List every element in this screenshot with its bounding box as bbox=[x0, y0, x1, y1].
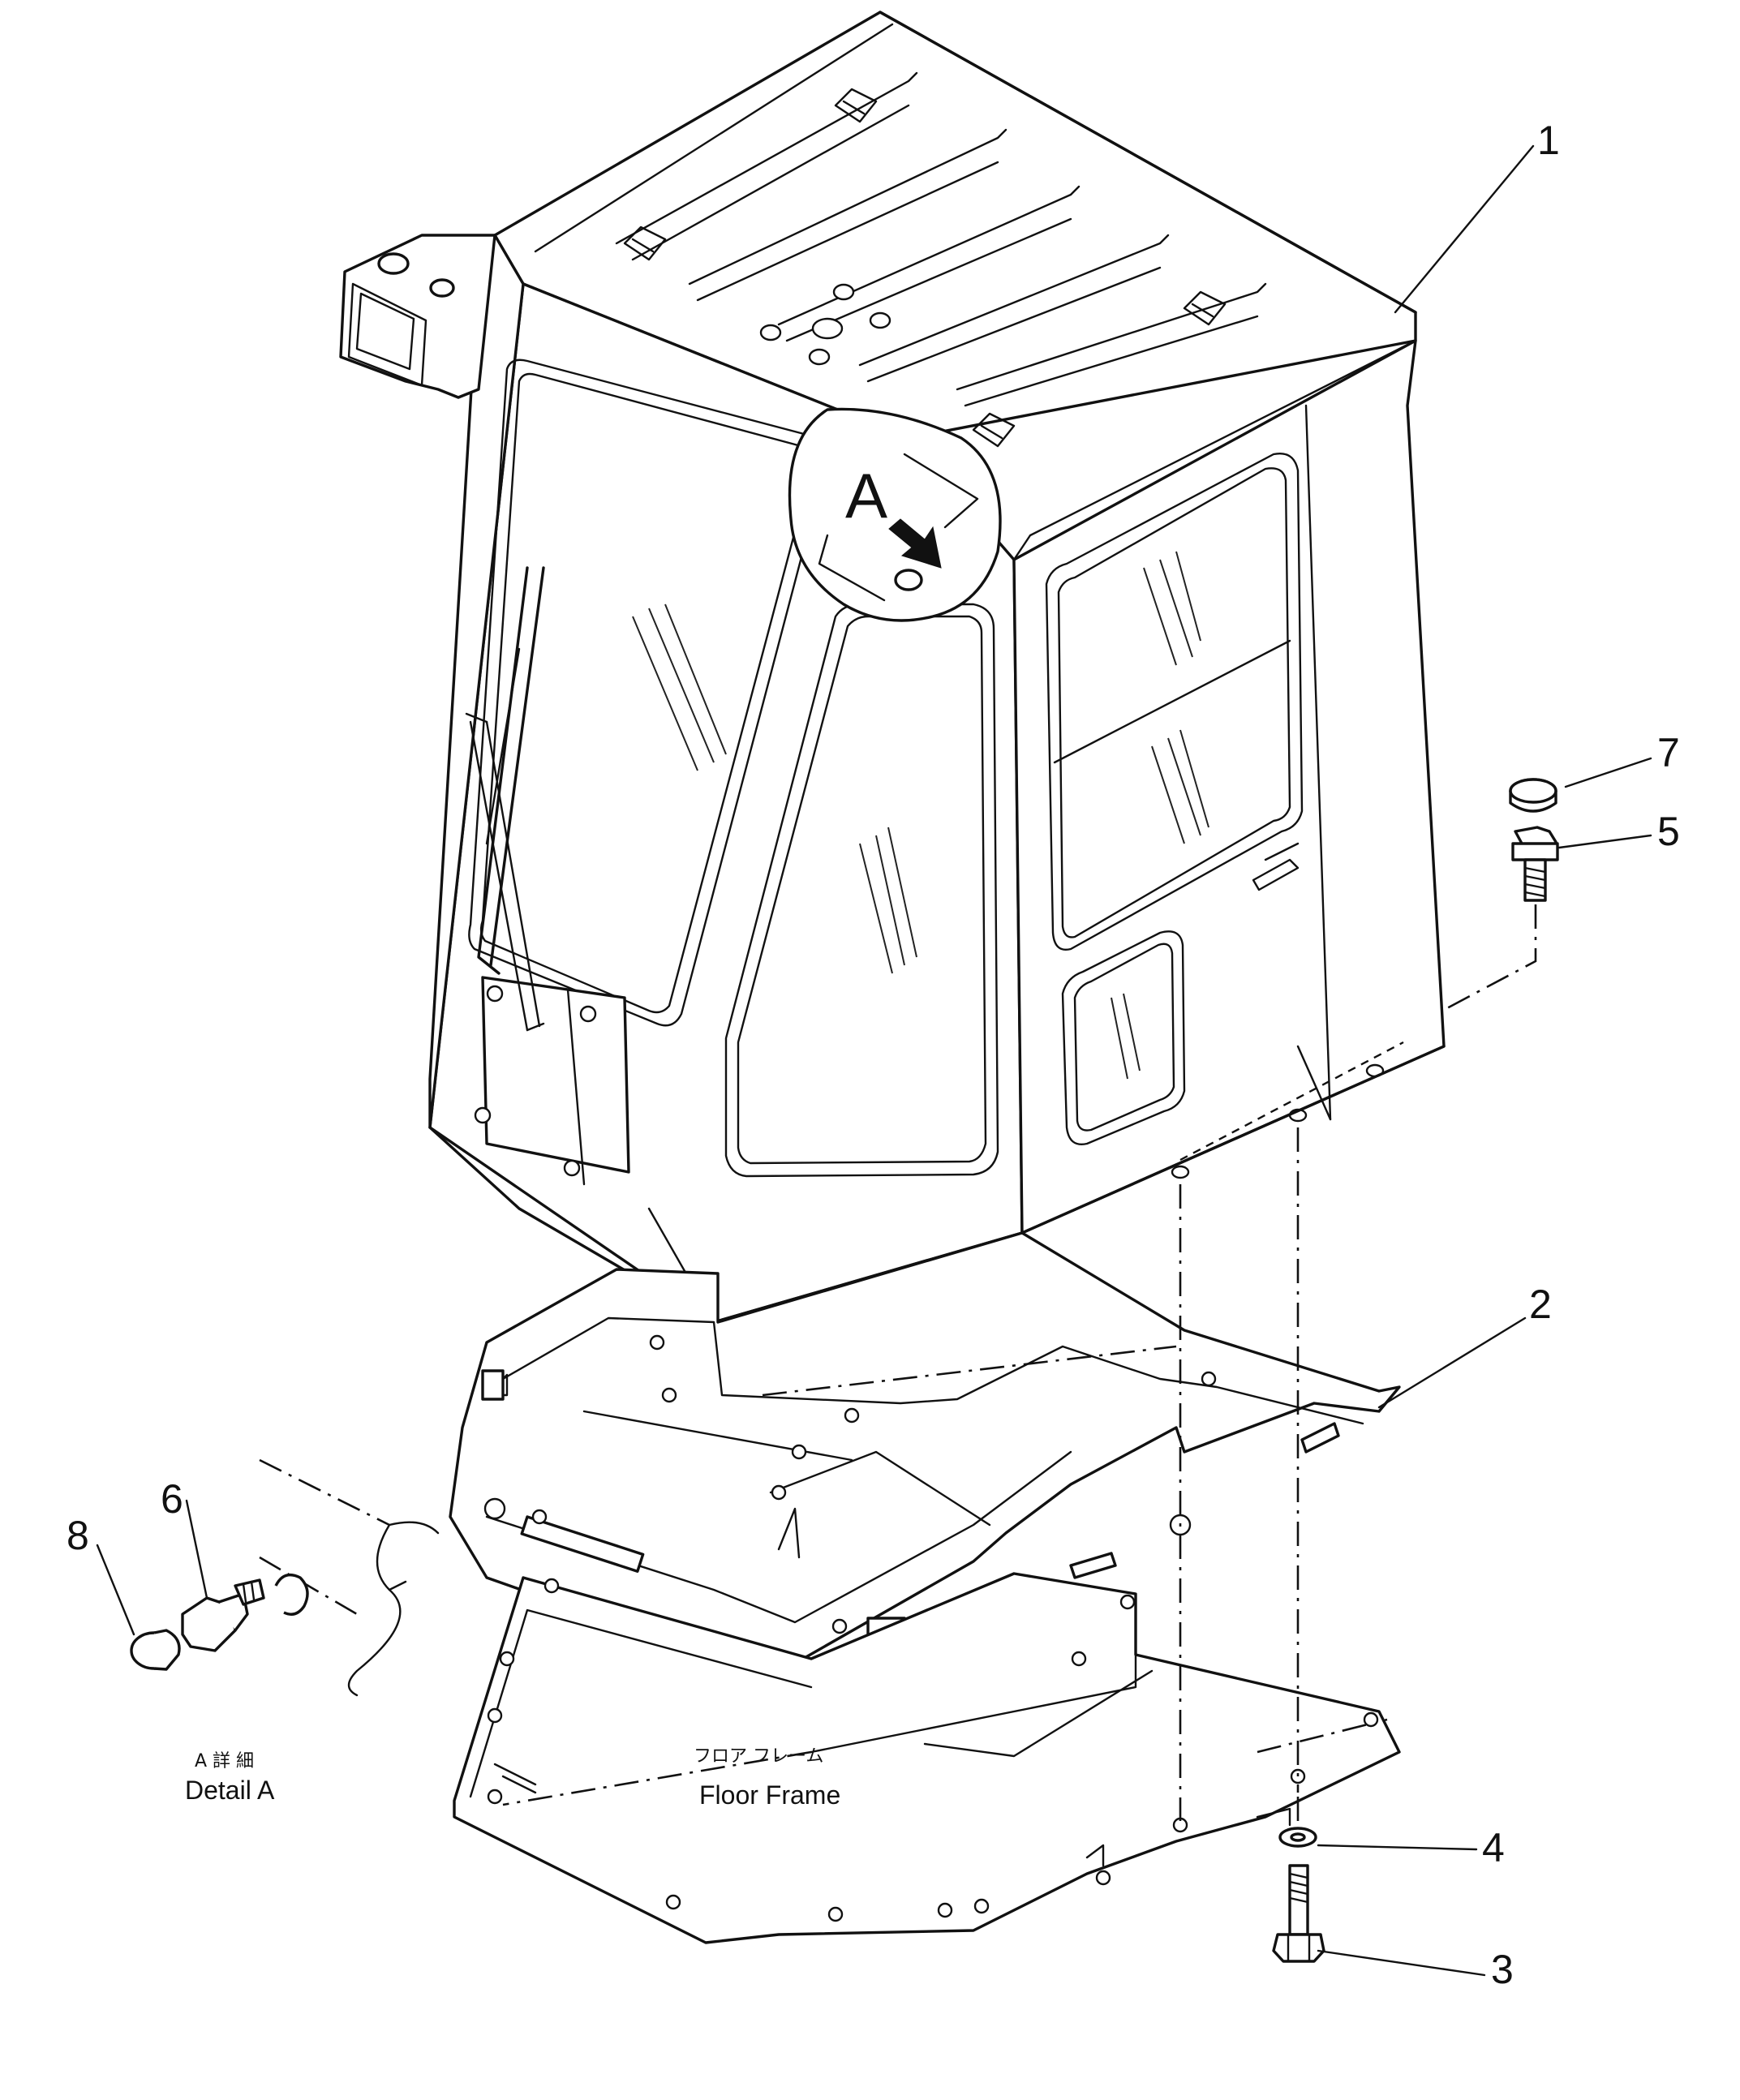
cap-icon bbox=[1509, 778, 1557, 813]
floor-frame: フロア フレーム Floor Frame bbox=[453, 1572, 1401, 1944]
clip-icon bbox=[274, 1574, 309, 1616]
plug-icon bbox=[181, 1578, 265, 1652]
detail-marker: A bbox=[845, 460, 887, 531]
callout-5: 5 bbox=[1657, 809, 1680, 854]
cap-icon bbox=[130, 1629, 181, 1671]
washer-icon bbox=[1278, 1827, 1317, 1848]
floor-frame-label-jp: フロア フレーム bbox=[694, 1746, 823, 1767]
bolt-icon bbox=[1272, 1864, 1325, 1963]
mounting-centerlines bbox=[1179, 1127, 1300, 1841]
callout-7: 7 bbox=[1657, 730, 1680, 775]
bolt-icon bbox=[1443, 826, 1559, 1011]
detail-a-view: A 詳 細 Detail A bbox=[130, 1458, 440, 1805]
wiper-icon bbox=[465, 566, 545, 1032]
cab-assembly: A bbox=[339, 11, 1446, 1324]
callout-1: 1 bbox=[1537, 118, 1560, 163]
callout-6: 6 bbox=[161, 1476, 183, 1522]
floor-frame-label-en: Floor Frame bbox=[699, 1780, 840, 1810]
callout-leaders bbox=[96, 144, 1652, 1977]
callout-numbers: 1 2 3 4 5 6 7 8 bbox=[67, 118, 1680, 1992]
work-lamp-icon bbox=[339, 234, 496, 399]
detail-arrow-icon bbox=[888, 518, 942, 569]
callout-4: 4 bbox=[1482, 1825, 1505, 1870]
detail-a-balloon: A bbox=[788, 407, 1002, 622]
detail-a-label-jp: A 詳 細 bbox=[195, 1751, 254, 1771]
gasket bbox=[449, 1231, 1401, 1660]
callout-2: 2 bbox=[1529, 1282, 1552, 1327]
callout-8: 8 bbox=[67, 1513, 89, 1558]
detail-a-label-en: Detail A bbox=[185, 1776, 275, 1805]
callout-3: 3 bbox=[1491, 1947, 1514, 1992]
